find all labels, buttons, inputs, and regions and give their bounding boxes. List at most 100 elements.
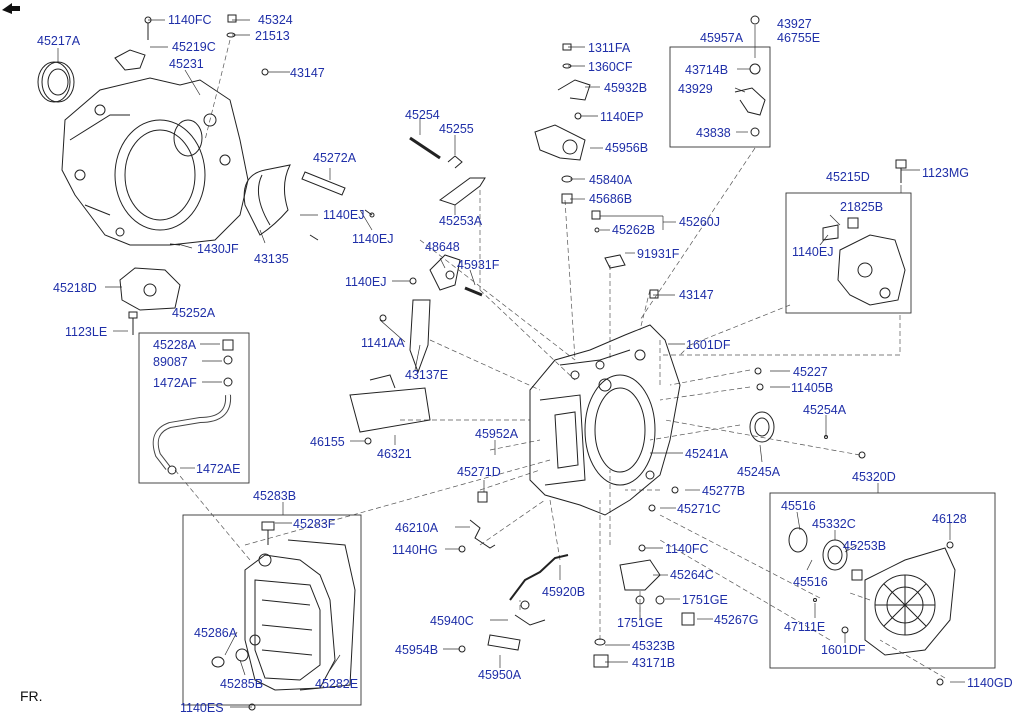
label-45283B: 45283B — [253, 489, 297, 503]
label-43714B: 43714B — [685, 63, 729, 77]
label-1430JF: 1430JF — [197, 242, 239, 256]
label-45271C: 45271C — [677, 502, 721, 516]
label-45245A: 45245A — [737, 465, 781, 479]
label-45950A: 45950A — [478, 668, 522, 682]
bracket-45218D — [119, 267, 181, 311]
label-1601DF-b: 1601DF — [821, 643, 866, 657]
cover-45320D — [788, 527, 956, 656]
sensor-45956B — [534, 124, 586, 161]
label-45285B: 45285B — [220, 677, 264, 691]
label-1140GD: 1140GD — [967, 676, 1013, 690]
label-45957A: 45957A — [700, 31, 744, 45]
label-46128: 46128 — [932, 512, 967, 526]
group-box-45957A — [669, 46, 771, 148]
bracket-45219C — [114, 49, 146, 71]
label-1140FC-mid: 1140FC — [665, 542, 709, 556]
deflector-43135 — [243, 164, 291, 236]
label-43927: 43927 — [777, 17, 812, 31]
label-45271D: 45271D — [457, 465, 501, 479]
label-46210A: 46210A — [395, 521, 439, 535]
label-1360CF: 1360CF — [588, 60, 633, 74]
label-45253A: 45253A — [439, 214, 483, 228]
label-45264C: 45264C — [670, 568, 714, 582]
leader-lines — [57, 19, 965, 708]
label-45272A: 45272A — [313, 151, 357, 165]
label-48648: 48648 — [425, 240, 460, 254]
label-43147-top: 43147 — [290, 66, 325, 80]
front-arrow-icon — [2, 3, 20, 14]
label-45332C: 45332C — [812, 517, 856, 531]
label-45252A: 45252A — [172, 306, 216, 320]
label-1123MG: 1123MG — [922, 166, 970, 180]
label-45283F: 45283F — [293, 517, 336, 531]
label-45218D: 45218D — [53, 281, 97, 295]
group-box-45283B — [182, 514, 362, 706]
label-1140EJ-d: 1140EJ — [345, 275, 387, 289]
label-45954B: 45954B — [395, 643, 439, 657]
label-21513: 21513 — [255, 29, 290, 43]
lever-45253A — [438, 177, 486, 206]
label-45253B: 45253B — [843, 539, 887, 553]
label-47111E: 47111E — [784, 620, 826, 634]
label-45241A: 45241A — [685, 447, 729, 461]
label-45940C: 45940C — [430, 614, 474, 628]
label-45920B: 45920B — [542, 585, 586, 599]
label-45516-a: 45516 — [781, 499, 816, 513]
label-1140ES: 1140ES — [180, 701, 224, 715]
label-91931F: 91931F — [637, 247, 680, 261]
label-1601DF-a: 1601DF — [686, 338, 731, 352]
label-45282E: 45282E — [315, 677, 359, 691]
label-1751GE-a: 1751GE — [682, 593, 728, 607]
label-46755E: 46755E — [777, 31, 821, 45]
label-45217A: 45217A — [37, 34, 81, 48]
label-11405B: 11405B — [791, 381, 834, 395]
label-45323B: 45323B — [632, 639, 676, 653]
label-45228A: 45228A — [153, 338, 197, 352]
label-45516-b: 45516 — [793, 575, 828, 589]
label-45254: 45254 — [405, 108, 440, 122]
group-box-45252A — [138, 332, 250, 484]
label-45260J: 45260J — [679, 215, 721, 229]
label-46321: 46321 — [377, 447, 412, 461]
label-45254A: 45254A — [803, 403, 847, 417]
label-45255: 45255 — [439, 122, 474, 136]
orientation-label: FR. — [20, 688, 43, 704]
parts-artwork — [37, 14, 956, 711]
dashed-reference-lines — [174, 39, 946, 679]
group-box-45320D — [769, 492, 996, 669]
filter-46321 — [349, 387, 431, 433]
label-1140EJ-a: 1140EJ — [323, 208, 365, 222]
label-45931F: 45931F — [457, 258, 500, 272]
label-43137E: 43137E — [405, 368, 449, 382]
pan-45283B — [244, 539, 356, 691]
label-45840A: 45840A — [589, 173, 633, 187]
label-45286A: 45286A — [194, 626, 238, 640]
label-1140EJ-b: 1140EJ — [352, 232, 394, 246]
label-1141AA: 1141AA — [361, 336, 405, 350]
label-45215D: 45215D — [826, 170, 870, 184]
group-box-45215D — [785, 192, 912, 314]
label-45227: 45227 — [793, 365, 828, 379]
label-1311FA: 1311FA — [588, 41, 631, 55]
housing-45231 — [61, 77, 249, 246]
label-1472AF: 1472AF — [153, 376, 197, 390]
label-1472AE: 1472AE — [196, 462, 241, 476]
label-1140EP: 1140EP — [600, 110, 644, 124]
label-45277B: 45277B — [702, 484, 746, 498]
label-45231: 45231 — [169, 57, 204, 71]
label-21825B: 21825B — [840, 200, 884, 214]
label-45262B: 45262B — [612, 223, 656, 237]
label-45320D: 45320D — [852, 470, 896, 484]
label-46155: 46155 — [310, 435, 345, 449]
label-45324: 45324 — [258, 13, 293, 27]
label-45952A: 45952A — [475, 427, 519, 441]
label-43171B: 43171B — [632, 656, 676, 670]
label-43929: 43929 — [678, 82, 713, 96]
label-1140EJ-c: 1140EJ — [792, 245, 834, 259]
seal-45217A — [37, 61, 75, 103]
label-89087: 89087 — [153, 355, 188, 369]
label-43147-mid: 43147 — [679, 288, 714, 302]
label-1123LE: 1123LE — [65, 325, 108, 339]
